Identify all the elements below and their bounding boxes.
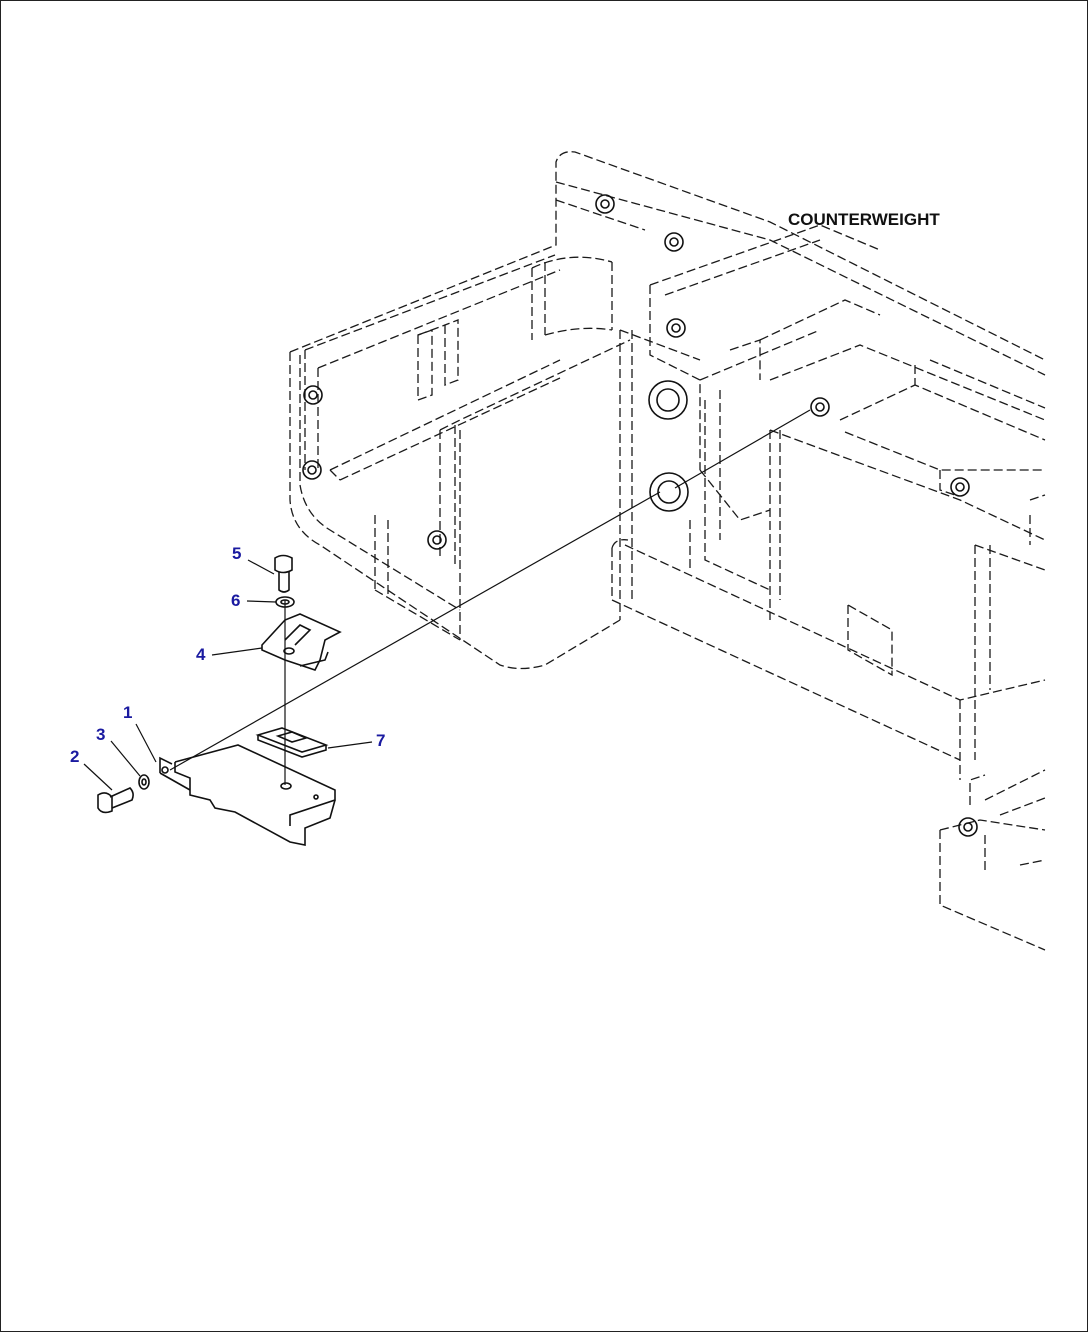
lock-washer-3 [138, 774, 150, 790]
assembly-lines [169, 409, 811, 785]
callout-leaders [83, 559, 373, 791]
large-boss [649, 472, 689, 512]
bolt-hole [958, 817, 978, 837]
counterweight-outline [289, 151, 1046, 951]
callout-7: 7 [376, 731, 385, 750]
bolt-hole [303, 385, 323, 405]
callout-3: 3 [96, 725, 105, 744]
callout-2: 2 [70, 747, 79, 766]
mounting-plate-1 [159, 744, 336, 846]
bolt-hole [302, 460, 322, 480]
callout-6: 6 [231, 591, 240, 610]
bolt-hole [950, 477, 970, 497]
bolt-5 [274, 554, 293, 593]
spacer-plate-7 [255, 727, 329, 758]
counterweight-label: COUNTERWEIGHT [788, 210, 940, 229]
large-boss [648, 380, 688, 420]
bolt-hole [666, 318, 686, 338]
mounting-hole-set [302, 194, 978, 837]
callout-1: 1 [123, 703, 132, 722]
bolt-hole [427, 530, 447, 550]
clamp-bracket-4 [261, 613, 342, 671]
callout-labels: 1 2 3 4 5 6 7 [70, 544, 385, 766]
bolt-hole [664, 232, 684, 252]
callout-4: 4 [196, 645, 206, 664]
bolt-hole [810, 397, 830, 417]
bolt-hole [595, 194, 615, 214]
bolt-2 [97, 787, 134, 814]
callout-5: 5 [232, 544, 241, 563]
